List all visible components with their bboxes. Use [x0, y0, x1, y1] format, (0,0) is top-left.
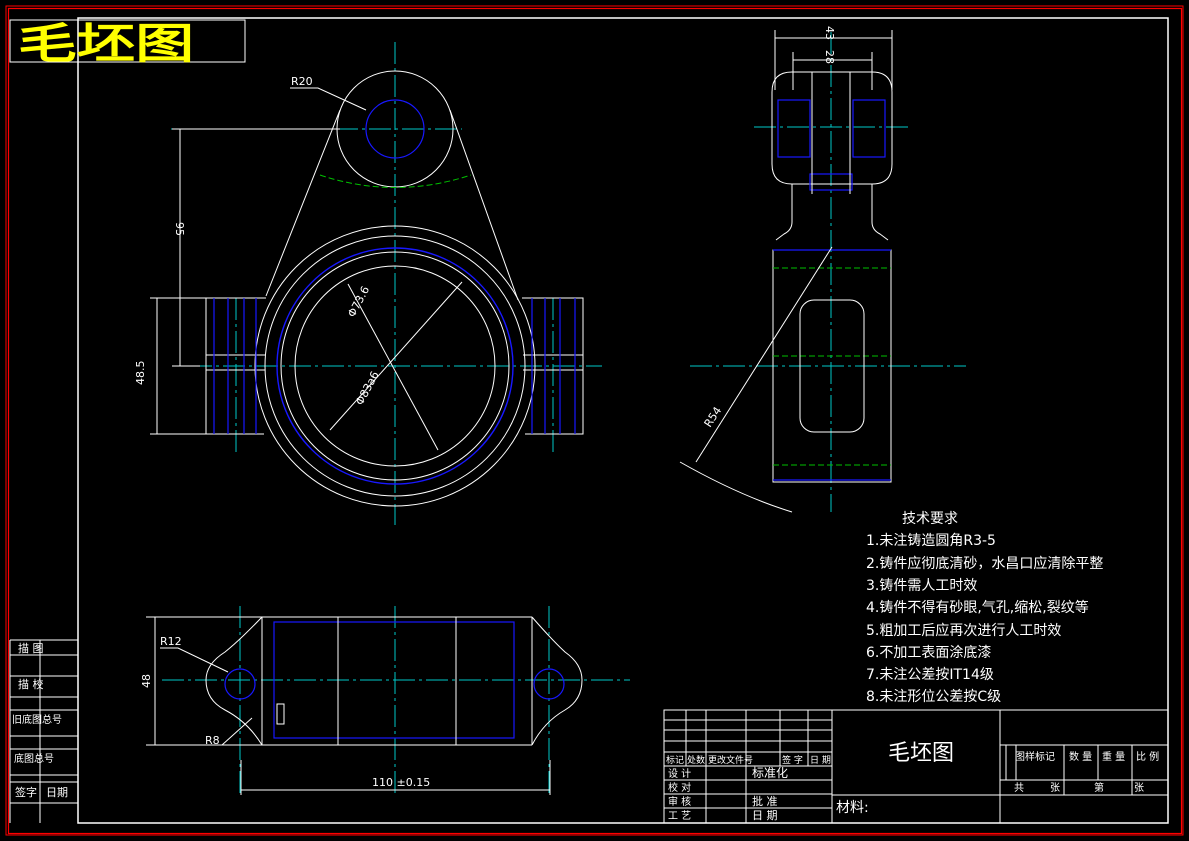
tb-approve: 批 准: [752, 794, 778, 808]
sheet-inner-border: [7, 7, 1183, 835]
drawing-frame: [77, 17, 1169, 824]
tech-heading: 技术要求: [902, 511, 958, 527]
dim-r8: R8: [205, 734, 220, 747]
title-block-material: 材料:: [836, 800, 869, 816]
title-text: 毛坯图: [18, 19, 194, 68]
dim-48-5: 48.5: [134, 361, 147, 386]
svg-text:比 例: 比 例: [1136, 750, 1159, 763]
side-label-date: 日期: [46, 786, 68, 799]
svg-text:重 量: 重 量: [1102, 750, 1125, 763]
tech-item: 2.铸件应彻底清砂，水昌口应清除平整: [866, 555, 1103, 572]
dim-110: 110 ±0.15: [372, 776, 430, 789]
top-view: [146, 606, 630, 795]
tech-list: 1.未注铸造圆角R3-5 2.铸件应彻底清砂，水昌口应清除平整 3.铸件需人工时…: [866, 533, 1103, 705]
tech-item: 1.未注铸造圆角R3-5: [866, 533, 996, 549]
side-label-sign: 签字: [15, 785, 37, 799]
stage-header: 图样标记 数 量 重 量 比 例: [1015, 750, 1159, 763]
side-label-check: 描 校: [18, 677, 44, 691]
svg-text:处数: 处数: [687, 754, 705, 766]
title-box: 毛坯图: [9, 19, 246, 68]
svg-text:数 量: 数 量: [1069, 750, 1092, 763]
dim-r12: R12: [160, 635, 182, 648]
tech-item: 6.不加工表面涂底漆: [866, 645, 991, 661]
dim-95: 95: [173, 222, 186, 236]
dim-r20: R20: [291, 75, 313, 88]
side-strip: [9, 639, 78, 823]
tech-item: 3.铸件需人工时效: [866, 578, 977, 594]
tb-date: 日 期: [752, 809, 778, 822]
tech-item: 5.粗加工后应再次进行人工时效: [866, 622, 1061, 639]
title-block: [663, 709, 1169, 824]
tech-item: 7.未注公差按IT14级: [866, 667, 994, 683]
side-view: [679, 30, 966, 513]
side-label-trace: 描 图: [18, 641, 44, 655]
svg-text:第: 第: [1094, 781, 1104, 794]
svg-text:日 期: 日 期: [810, 755, 831, 766]
tech-item: 8.未注形位公差按C级: [866, 689, 1001, 705]
svg-text:签 字: 签 字: [782, 754, 803, 766]
svg-text:图样标记: 图样标记: [1015, 750, 1055, 763]
tb-design: 设 计: [668, 767, 691, 780]
svg-text:张: 张: [1134, 782, 1144, 794]
sheet-count: 共 张 第 张: [1014, 781, 1144, 794]
side-label-old-no: 旧底图总号: [12, 713, 62, 726]
tb-standardization: 标准化: [752, 766, 788, 780]
sheet-outer-border: [5, 5, 1184, 836]
tech-item: 4.铸件不得有砂眼,气孔,缩松,裂纹等: [866, 599, 1089, 616]
svg-text:更改文件号: 更改文件号: [708, 754, 753, 766]
title-block-name: 毛坯图: [888, 741, 954, 766]
svg-text:标记: 标记: [666, 754, 684, 766]
dim-28: 28: [823, 50, 836, 64]
side-label-base-no: 底图总号: [14, 752, 54, 765]
svg-text:共: 共: [1014, 782, 1024, 794]
front-view: [150, 42, 602, 525]
tb-check: 校 对: [668, 781, 691, 794]
revision-header: 标记 处数 更改文件号 签 字 日 期: [666, 754, 831, 766]
tb-review: 审 核: [668, 795, 691, 808]
dim-48: 48: [140, 674, 153, 688]
dim-43: 43: [823, 26, 836, 40]
tb-process: 工 艺: [668, 810, 691, 822]
svg-text:张: 张: [1050, 782, 1060, 794]
